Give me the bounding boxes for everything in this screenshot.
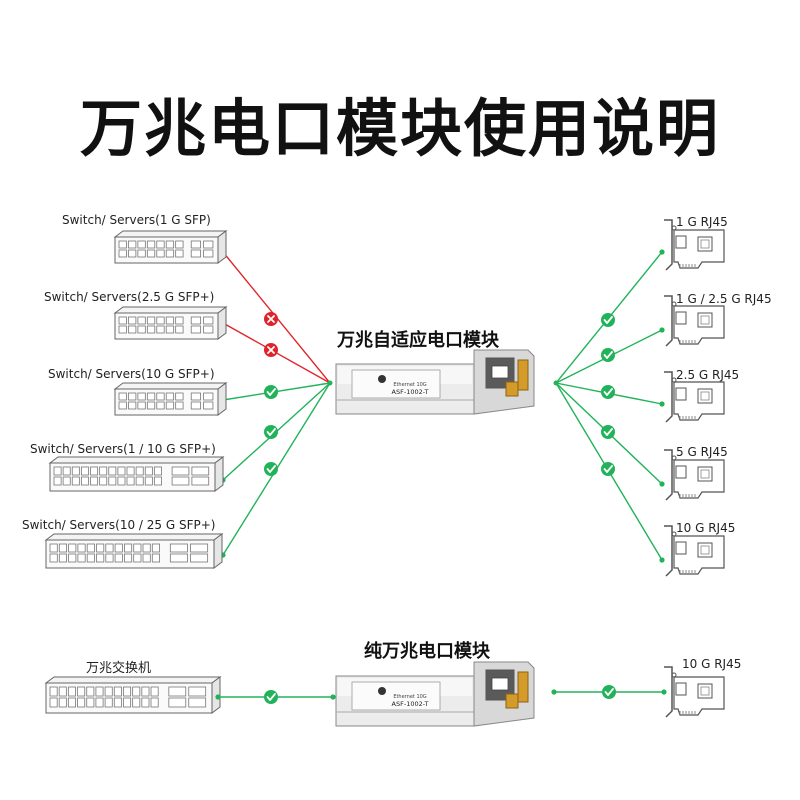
nic-link-dot-5 bbox=[659, 557, 665, 563]
nic-card-1 bbox=[664, 219, 725, 271]
switch-label-2: Switch/ Servers(2.5 G SFP+) bbox=[44, 290, 215, 304]
check-icon-pure-left bbox=[264, 690, 278, 704]
nic-card-4 bbox=[664, 449, 725, 501]
nic-label-5: 10 G RJ45 bbox=[676, 521, 736, 535]
page-title: 万兆电口模块使用说明 bbox=[79, 92, 720, 165]
nic-label-1: 1 G RJ45 bbox=[676, 215, 728, 229]
nic-card-3 bbox=[664, 371, 725, 423]
ten-g-switch-label: 万兆交换机 bbox=[86, 661, 152, 676]
pure-module-label: 纯万兆电口模块 bbox=[364, 641, 490, 662]
adaptive-sfp-module-model-text: ASF-1002-T bbox=[392, 388, 429, 396]
cross-icon-switch-2 bbox=[264, 343, 278, 357]
check-icon-switch-5 bbox=[264, 462, 278, 476]
pure-link-left-dot-b bbox=[330, 694, 336, 700]
check-icon-switch-4 bbox=[264, 425, 278, 439]
ten-g-nic-card bbox=[664, 666, 725, 718]
switch-label-3: Switch/ Servers(10 G SFP+) bbox=[48, 367, 215, 381]
check-icon-nic-3 bbox=[601, 385, 615, 399]
nic-card-5 bbox=[664, 525, 725, 577]
switch-device-4 bbox=[48, 456, 225, 492]
nic-card-2 bbox=[664, 295, 725, 347]
check-icon-nic-4 bbox=[601, 425, 615, 439]
cross-icon-switch-1 bbox=[264, 312, 278, 326]
switch-device-5 bbox=[44, 533, 224, 569]
check-icon-switch-3 bbox=[264, 385, 278, 399]
ten-g-nic-label: 10 G RJ45 bbox=[682, 657, 742, 671]
pure-link-right-dot-b bbox=[661, 689, 667, 695]
nic-link-dot-3 bbox=[659, 401, 665, 407]
nic-label-3: 2.5 G RJ45 bbox=[676, 368, 740, 382]
nic-link-dot-4 bbox=[659, 481, 665, 487]
nic-link-dot-1 bbox=[659, 249, 665, 255]
pure-sfp-module-model-text: ASF-1002-T bbox=[392, 700, 429, 708]
check-icon-pure-right bbox=[602, 685, 616, 699]
switch-device-1 bbox=[113, 230, 228, 264]
switch-label-4: Switch/ Servers(1 / 10 G SFP+) bbox=[30, 442, 216, 456]
right-hub-dot bbox=[553, 380, 559, 386]
left-hub-dot bbox=[327, 380, 333, 386]
switch-label-5: Switch/ Servers(10 / 25 G SFP+) bbox=[22, 518, 216, 532]
adaptive-module-label: 万兆自适应电口模块 bbox=[337, 330, 499, 351]
pure-sfp-module-spec-text: Ethernet 10G bbox=[393, 694, 426, 700]
check-icon-nic-5 bbox=[601, 462, 615, 476]
switch-label-1: Switch/ Servers(1 G SFP) bbox=[62, 213, 211, 227]
pure-link-right-dot-a bbox=[551, 689, 557, 695]
nic-label-4: 5 G RJ45 bbox=[676, 445, 728, 459]
ten-g-switch-device bbox=[44, 676, 222, 714]
check-icon-nic-2 bbox=[601, 348, 615, 362]
adaptive-sfp-module-spec-text: Ethernet 10G bbox=[393, 382, 426, 388]
switch-device-3 bbox=[113, 382, 228, 416]
pure-link-left-dot-a bbox=[215, 694, 221, 700]
nic-link-dot-2 bbox=[659, 327, 665, 333]
nic-label-2: 1 G / 2.5 G RJ45 bbox=[676, 292, 772, 306]
switch-device-2 bbox=[113, 306, 228, 340]
check-icon-nic-1 bbox=[601, 313, 615, 327]
